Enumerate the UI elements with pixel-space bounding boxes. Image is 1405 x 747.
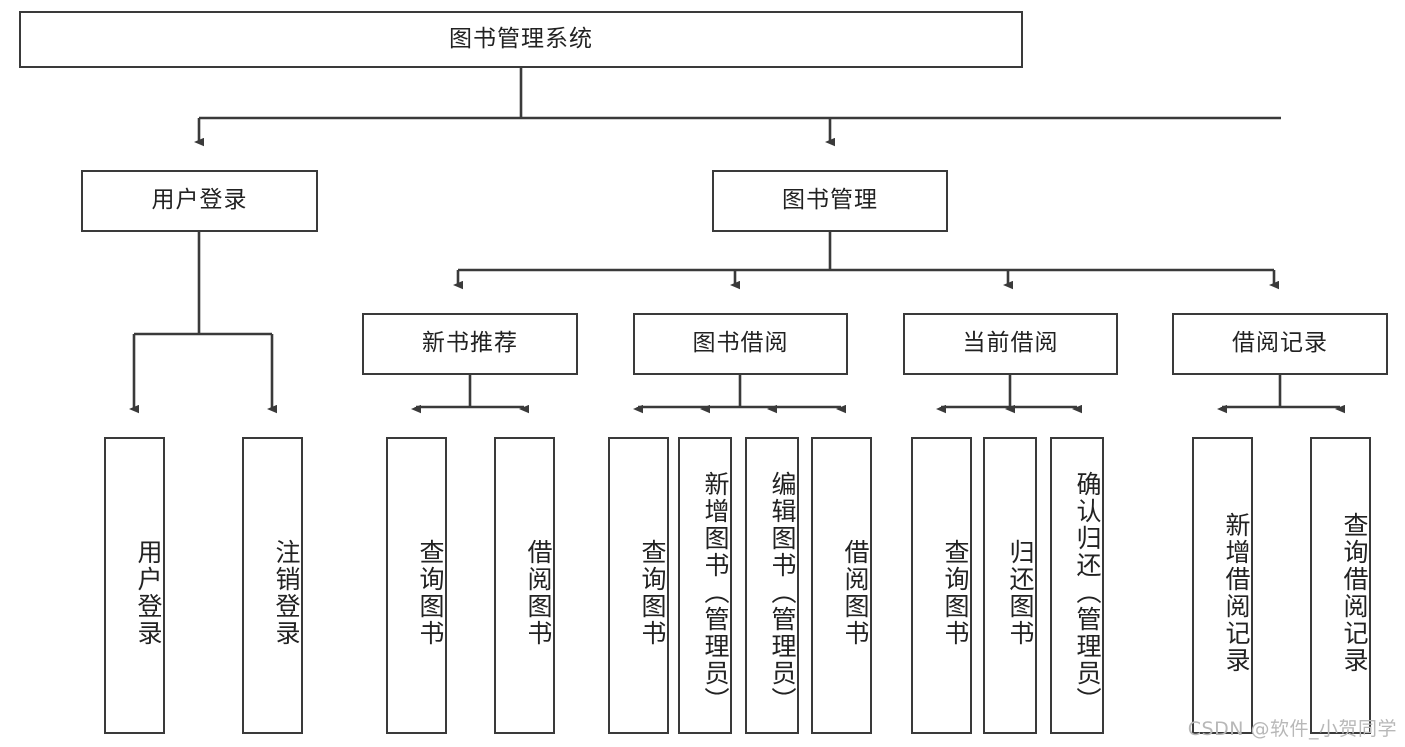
csdn-watermark: CSDN @软件_小贺同学	[1187, 718, 1397, 740]
leaf-return-book[interactable]: 归还图书	[983, 437, 1037, 734]
leaf-logout[interactable]: 注销登录	[242, 437, 303, 734]
leaf-borrow-book-recommend[interactable]: 借阅图书	[494, 437, 555, 734]
node-new-book-recommend[interactable]: 新书推荐	[362, 313, 578, 375]
leaf-query-book-recommend[interactable]: 查询图书	[386, 437, 447, 734]
node-current-borrow[interactable]: 当前借阅	[903, 313, 1118, 375]
node-borrow-record[interactable]: 借阅记录	[1172, 313, 1388, 375]
node-root-system[interactable]: 图书管理系统	[19, 11, 1023, 68]
leaf-query-borrow-record[interactable]: 查询借阅记录	[1310, 437, 1371, 734]
node-user-login[interactable]: 用户登录	[81, 170, 318, 232]
leaf-query-book-borrow[interactable]: 查询图书	[608, 437, 669, 734]
leaf-edit-book[interactable]: 编辑图书（管理员）	[745, 437, 799, 734]
node-book-borrow[interactable]: 图书借阅	[633, 313, 848, 375]
leaf-add-book[interactable]: 新增图书（管理员）	[678, 437, 732, 734]
leaf-user-login[interactable]: 用户登录	[104, 437, 165, 734]
leaf-add-borrow-record[interactable]: 新增借阅记录	[1192, 437, 1253, 734]
leaf-confirm-return[interactable]: 确认归还（管理员）	[1050, 437, 1104, 734]
node-book-management[interactable]: 图书管理	[712, 170, 948, 232]
leaf-borrow-book[interactable]: 借阅图书	[811, 437, 872, 734]
leaf-query-book-current[interactable]: 查询图书	[911, 437, 972, 734]
